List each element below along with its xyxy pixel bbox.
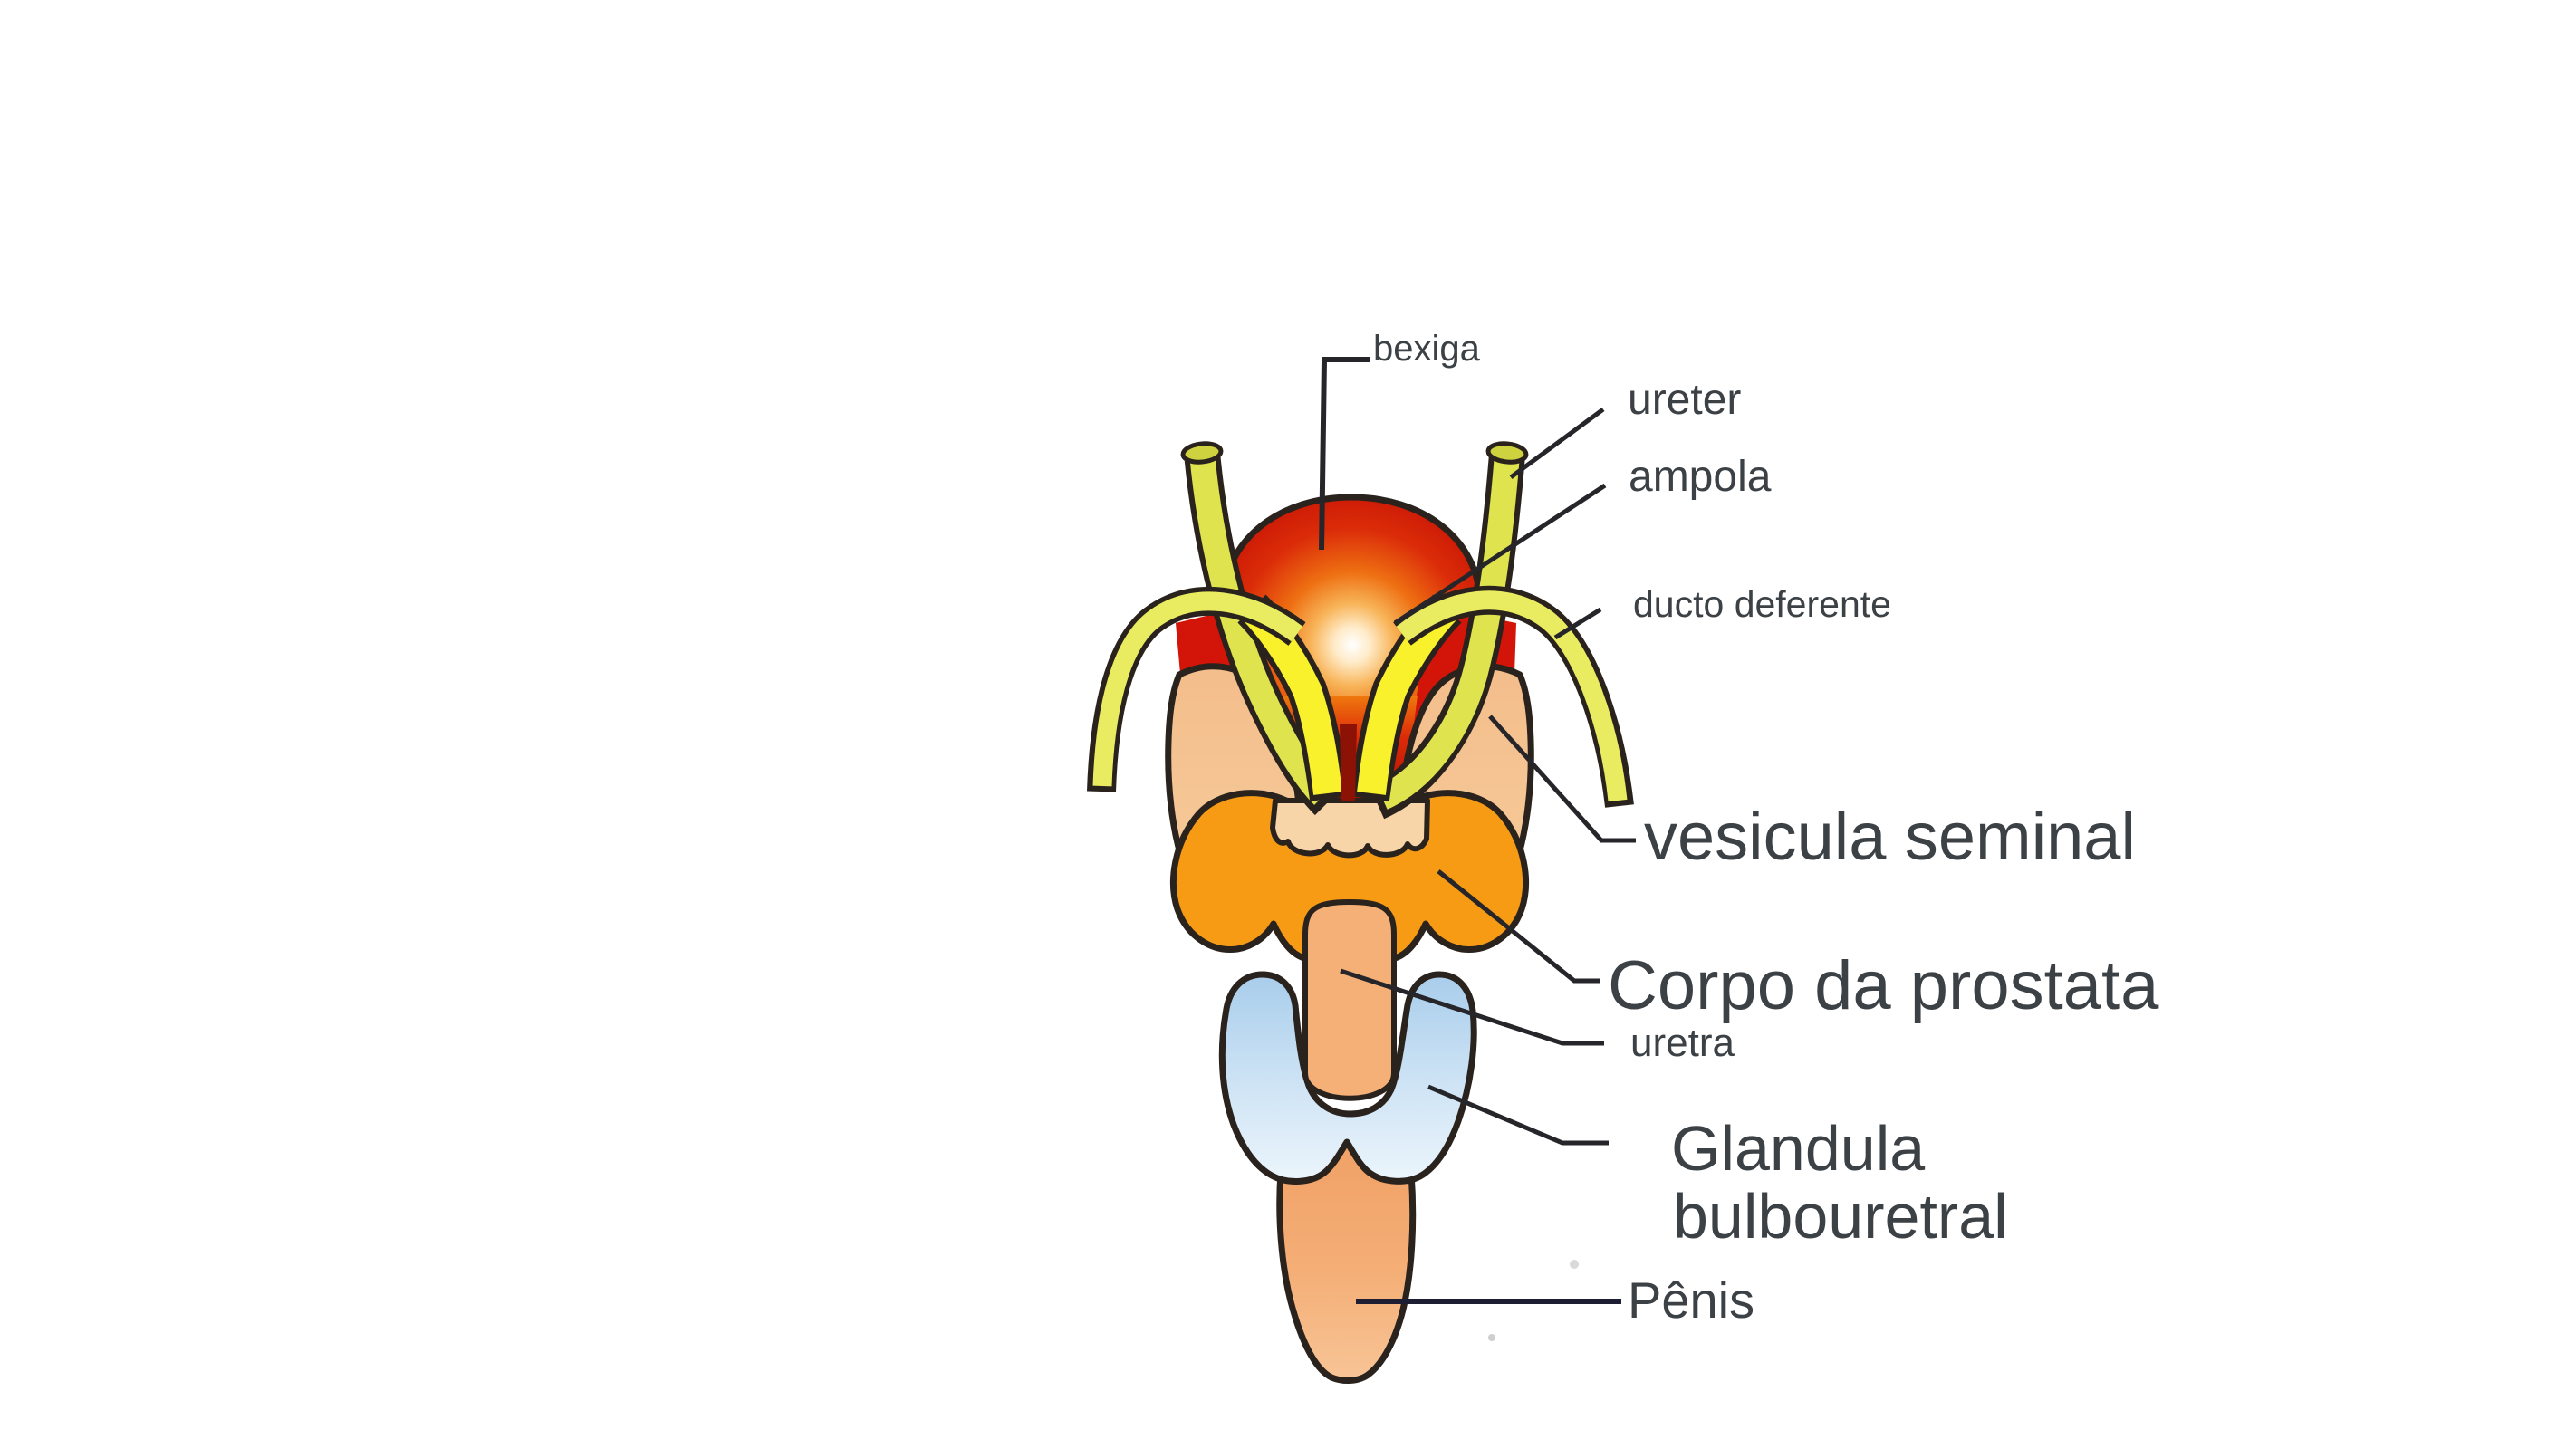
deferent-duct-left	[1092, 591, 1303, 787]
label-glandula-line2: bulbouretral	[1673, 1181, 2008, 1252]
leader-uretra	[1340, 968, 1604, 1046]
label-vesicula-seminal: vesicula seminal	[1644, 799, 2136, 874]
penis-shape	[1276, 1128, 1417, 1384]
urethra-tube	[1302, 899, 1397, 1101]
prostate-central-zone	[1270, 798, 1430, 859]
ureter-right-cap	[1485, 441, 1529, 465]
leader-bexiga	[1319, 357, 1370, 551]
bladder-neck-channel	[1340, 724, 1357, 801]
label-penis: Pênis	[1628, 1271, 1754, 1329]
label-glandula-line1: Glandula	[1671, 1113, 1925, 1184]
leader-ducto-deferente	[1553, 607, 1602, 640]
label-ducto-deferente: ducto deferente	[1633, 583, 1891, 625]
ureter-left-cap	[1180, 441, 1224, 465]
label-corpo-da-prostata: Corpo da prostata	[1608, 947, 2159, 1024]
leader-corpo-da-prostata	[1437, 869, 1600, 984]
leader-ampola	[1393, 483, 1607, 626]
scan-speck	[1488, 1334, 1495, 1341]
leader-ureter	[1509, 407, 1605, 480]
bulbourethral-gland-shape	[1218, 971, 1477, 1185]
label-ureter: ureter	[1628, 376, 1741, 424]
label-uretra: uretra	[1630, 1021, 1735, 1065]
deferent-duct-right	[1396, 590, 1628, 802]
leader-vesicula-seminal	[1488, 715, 1636, 843]
label-ampola: ampola	[1629, 453, 1772, 501]
leader-glandula	[1427, 1084, 1609, 1146]
label-bexiga: bexiga	[1373, 329, 1481, 369]
ureter-right-tube	[1376, 453, 1520, 810]
scan-speck	[1570, 1260, 1579, 1269]
